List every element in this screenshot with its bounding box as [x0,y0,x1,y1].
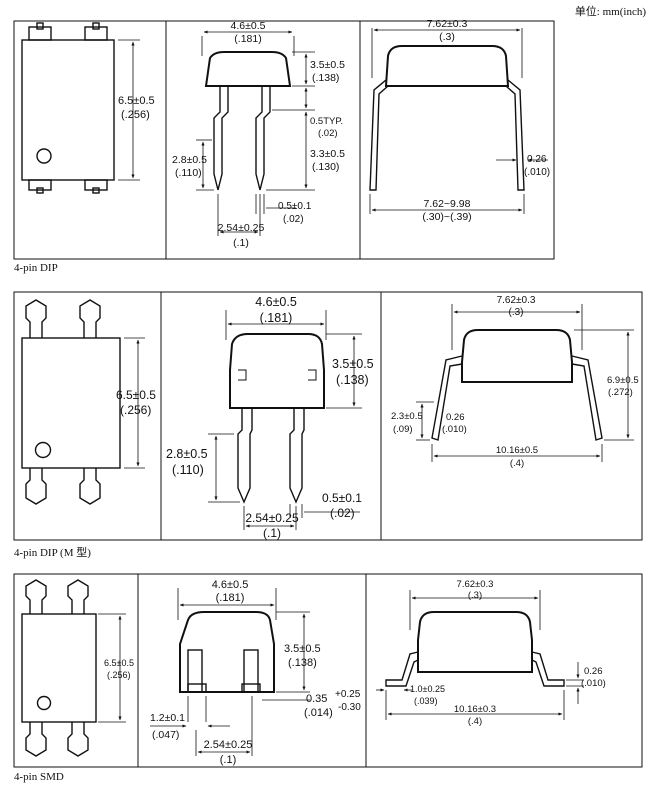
front-lead-length-label: 3.3±0.5 [310,148,345,160]
front-standoff-inch: (.02) [318,128,338,139]
front-body-height-inch: (.138) [312,72,339,84]
side-overall-height-inch: (.272) [608,387,633,398]
side-view [416,304,634,462]
side-span-label: 7.62~9.98 [423,198,470,210]
front-body-height-label: 3.5±0.5 [332,357,374,371]
top-view [21,22,140,194]
side-span-inch: (.30)~(.39) [422,211,471,223]
section-frame [13,291,643,541]
front-width-inch: (.181) [234,33,261,45]
side-width-label: 7.62±0.3 [427,18,468,30]
side-span-label: 10.16±0.3 [454,704,496,715]
front-view [208,310,362,530]
side-width-inch: (.3) [439,31,455,43]
front-standoff-label: 0.5TYP. [310,116,343,127]
front-pitch-inch: (.1) [263,526,281,540]
top-view [21,299,145,505]
front-lead-width-inch: (.047) [152,729,179,741]
side-thickness-inch: (.010) [442,424,467,435]
section-4pin-dip: 6.5±0.5 (.256) 4.6±0.5 [13,18,555,260]
unit-note: 单位: mm(inch) [574,6,646,18]
front-seat-height-inch: (.110) [175,167,202,179]
side-width-label: 7.62±0.3 [457,579,494,590]
side-thickness-label: 0.26 [527,154,547,165]
front-pitch-inch: (.1) [233,237,249,249]
front-body-height-label: 3.5±0.5 [310,59,345,71]
side-view [376,590,584,720]
section-4pin-smd: 6.5±0.5 (.256) 4.6±0.5 (.181) 3.5±0.5 (.… [13,573,643,768]
side-width-inch: (.3) [509,307,524,318]
side-lead-height-inch: (.09) [393,424,413,435]
side-thickness-inch: (.010) [581,678,606,689]
front-pitch-label: 2.54±0.25 [245,511,299,525]
side-span-inch: (.4) [510,458,524,469]
side-thickness-label: 0.26 [584,666,603,677]
front-body-height-inch: (.138) [336,373,369,387]
caption-4pin-dip: 4-pin DIP [14,262,58,274]
top-height-inch: (.256) [121,109,150,121]
front-body-height-inch: (.138) [288,657,317,669]
front-standoff-inch: (.014) [304,707,333,719]
front-pitch-inch: (.1) [220,754,237,766]
top-height-inch: (.256) [107,670,131,680]
side-width-label: 7.62±0.3 [497,295,536,306]
front-lead-length-inch: (.130) [312,161,339,173]
front-pitch-label: 2.54±0.25 [218,222,265,234]
top-height-inch: (.256) [120,403,151,417]
front-width-label: 4.6±0.5 [212,579,249,591]
top-height-label: 6.5±0.5 [116,388,156,402]
front-seat-height-inch: (.110) [172,463,204,477]
side-span-inch: (.4) [468,716,482,727]
top-height-label: 6.5±0.5 [118,95,155,107]
side-foot-label: 1.0±0.25 [410,684,445,694]
front-view [196,30,315,236]
section-frame [13,573,643,768]
section-frame [13,20,555,260]
front-width-label: 4.6±0.5 [255,295,297,309]
caption-4pin-dip-m: 4-pin DIP (M 型) [14,547,91,559]
side-lead-height-label: 2.3±0.5 [391,411,423,422]
front-lead-width-inch: (.02) [330,506,355,520]
side-overall-height-label: 6.9±0.5 [607,375,639,386]
top-view [21,579,126,757]
side-span-label: 10.16±0.5 [496,445,538,456]
front-view [150,588,310,756]
front-pitch-label: 2.54±0.25 [204,739,253,751]
front-lead-width-inch: (.02) [283,214,304,225]
front-standoff-tol-minus: -0.30 [338,702,361,713]
top-height-label: 6.5±0.5 [104,658,134,668]
front-width-label: 4.6±0.5 [231,20,266,32]
section-4pin-dip-m: 6.5±0.5 (.256) 4.6±0.5 (.181) 3.5±0 [13,291,643,541]
side-thickness-inch: (.010) [524,167,550,178]
side-width-inch: (.3) [468,590,482,601]
front-lead-width-label: 0.5±0.1 [278,201,312,212]
front-width-inch: (.181) [216,592,245,604]
front-seat-height-label: 2.8±0.5 [166,447,208,461]
front-width-inch: (.181) [260,311,293,325]
front-standoff-label: 0.35 [306,693,327,705]
front-lead-width-label: 1.2±0.1 [150,712,185,724]
side-view [369,28,548,214]
front-seat-height-label: 2.8±0.5 [172,154,207,166]
front-lead-width-label: 0.5±0.1 [322,491,362,505]
front-standoff-tol-plus: +0.25 [335,689,361,700]
side-foot-inch: (.039) [414,696,438,706]
caption-4pin-smd: 4-pin SMD [14,771,64,783]
side-thickness-label: 0.26 [446,412,465,423]
front-body-height-label: 3.5±0.5 [284,643,321,655]
